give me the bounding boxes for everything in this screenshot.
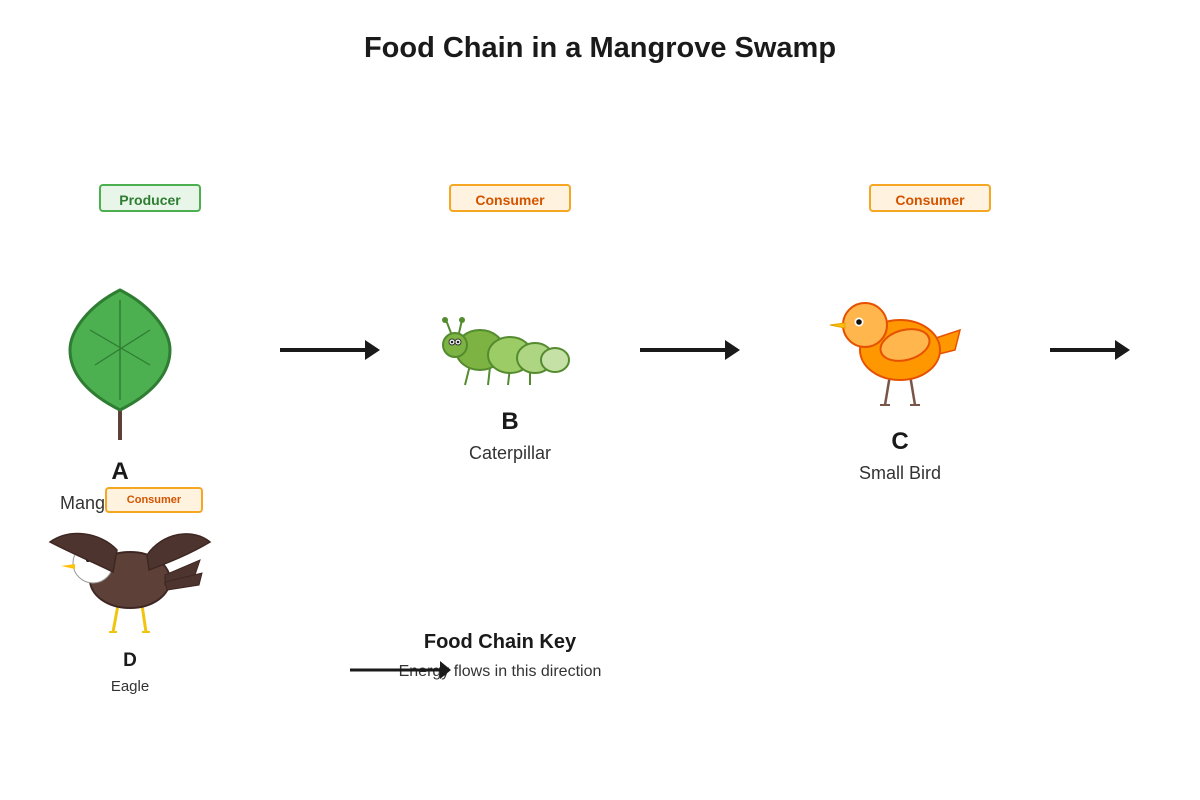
consumer-badge-c: Consumer (869, 184, 991, 212)
key-description: Energy flows in this direction (398, 663, 602, 680)
diagram-title: Food Chain in a Mangrove Swamp (363, 32, 837, 64)
consumer-badge-d: Consumer (105, 487, 203, 513)
key-title: Food Chain Key (423, 631, 577, 653)
organism-name-d: Eagle (110, 678, 150, 695)
caterpillar-icon (442, 317, 570, 386)
eagle-icon (48, 532, 212, 633)
organism-name-c: Small Bird (858, 463, 942, 483)
organism-letter-d: D (123, 650, 137, 671)
organism-letter-b: B (501, 408, 519, 435)
small-bird-icon (829, 302, 962, 406)
arrow-a-to-b (280, 340, 380, 360)
organism-letter-a: A (111, 458, 129, 485)
organism-letter-c: C (891, 428, 909, 455)
key-arrow (350, 661, 451, 679)
mangrove-leaf-icon (68, 288, 172, 440)
producer-badge-a: Producer (99, 184, 201, 212)
arrow-b-to-c (640, 340, 740, 360)
arrow-c-to-d (1050, 340, 1130, 360)
consumer-badge-b: Consumer (449, 184, 571, 212)
organism-name-b: Caterpillar (468, 443, 552, 463)
